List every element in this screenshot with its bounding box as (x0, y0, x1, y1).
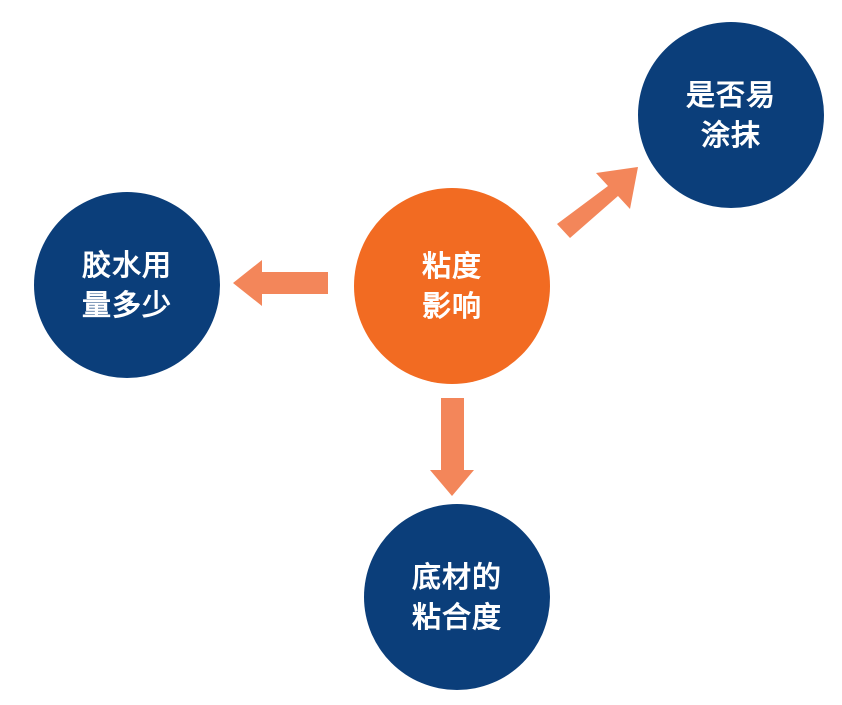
arrow-top-right (557, 167, 638, 238)
bottom-node: 底材的 粘合度 (364, 504, 550, 690)
left-node-line-2: 量多少 (81, 288, 172, 322)
center-node-line-2: 影响 (421, 289, 482, 323)
arrow-bottom (430, 398, 474, 496)
top-right-node-line-1: 是否易 (685, 78, 776, 112)
bottom-node-line-1: 底材的 (411, 560, 502, 594)
center-node-line-1: 粘度 (421, 249, 482, 283)
center-node: 粘度 影响 (354, 188, 550, 384)
left-node-line-1: 胶水用 (81, 248, 172, 282)
top-right-node: 是否易 涂抹 (638, 22, 824, 208)
top-right-node-line-2: 涂抹 (700, 118, 761, 152)
arrow-left (233, 260, 328, 306)
bottom-node-line-2: 粘合度 (411, 600, 502, 634)
left-node: 胶水用 量多少 (34, 192, 220, 378)
